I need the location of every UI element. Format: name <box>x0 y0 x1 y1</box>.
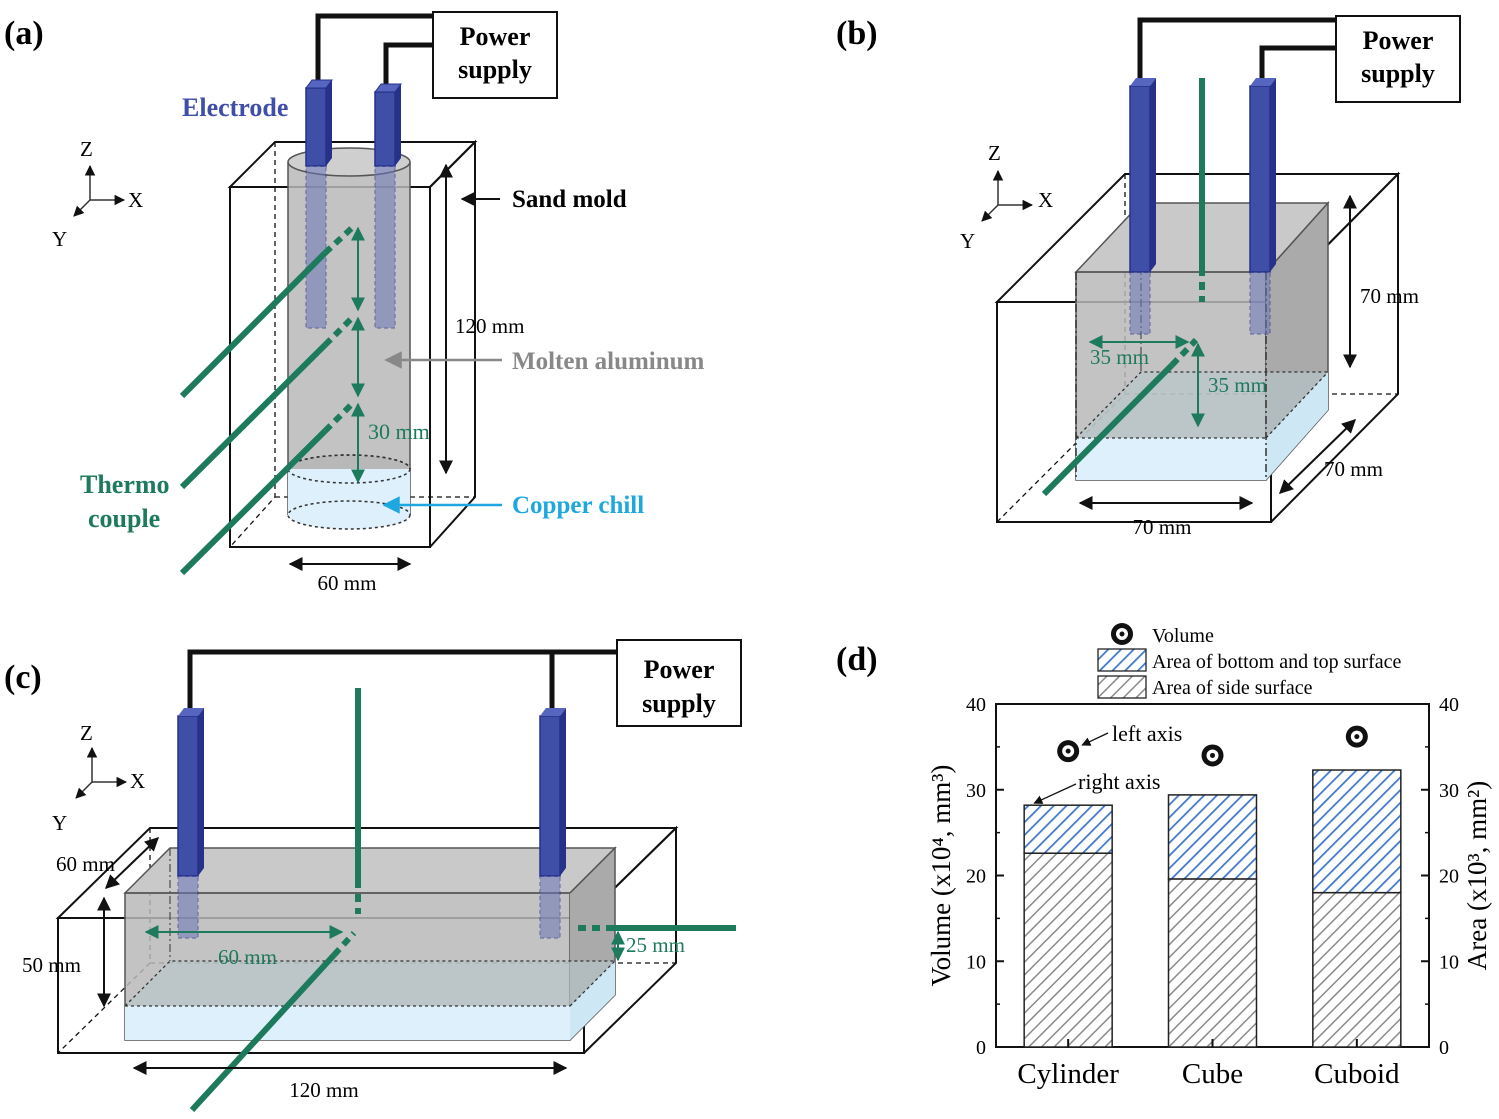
volume-marker-dot <box>1354 734 1360 740</box>
tc-x-label-c: 60 mm <box>218 945 277 969</box>
power-wire-c <box>187 649 617 718</box>
annotation-arrow-left-axis <box>1081 732 1109 746</box>
annotation-right-axis: right axis <box>1078 769 1161 794</box>
bar-side-surface <box>1312 891 1402 1048</box>
panel-a-label: (a) <box>4 15 44 52</box>
power-supply-box <box>432 11 558 99</box>
power-supply-label-b: Power <box>1363 26 1434 55</box>
power-supply-box-b <box>1335 15 1461 103</box>
x-tick-label: Cuboid <box>1314 1058 1400 1090</box>
y-left-axis-label: Volume (x10⁴, mm³) <box>926 765 956 987</box>
y-right-tick-label: 30 <box>1439 780 1459 802</box>
power-supply-box-c <box>616 639 742 727</box>
copper-chill-label: Copper chill <box>512 492 644 519</box>
diameter-label: 60 mm <box>318 571 377 595</box>
y-right-axis-label: Area (x10³, mm²) <box>1462 781 1492 970</box>
y-right-tick-label: 0 <box>1439 1037 1449 1059</box>
thermocouple-group <box>179 223 357 576</box>
electrode-left-c <box>177 708 204 939</box>
panel-a: (a) Power supply <box>4 11 705 595</box>
volume-marker-dot <box>1065 748 1071 754</box>
electrode-right-c <box>539 708 566 939</box>
sand-mold-label: Sand mold <box>512 186 627 213</box>
annotation-arrow-right-axis <box>1033 783 1077 804</box>
thermocouple-label-2: couple <box>88 504 160 533</box>
electrode-label: Electrode <box>182 93 288 122</box>
power-supply-label-c-2: supply <box>642 689 716 718</box>
electrode-right-b <box>1249 78 1276 335</box>
x-tick-label: Cylinder <box>1017 1058 1119 1090</box>
copper-chill-c <box>125 1006 570 1040</box>
height-label-b: 70 mm <box>1360 284 1419 308</box>
y-left-tick-label: 40 <box>966 694 986 716</box>
axis-z-label: Z <box>80 137 93 161</box>
tc-x-label-b: 35 mm <box>1090 345 1149 369</box>
bar-side-surface <box>1023 852 1113 1048</box>
panel-b: (b) Power supply <box>836 15 1461 539</box>
bar-top-bottom-surface <box>1312 769 1402 894</box>
x-tick-label: Cube <box>1182 1058 1243 1090</box>
legend-volume-marker-dot <box>1119 631 1125 637</box>
length-label-c: 120 mm <box>289 1078 358 1102</box>
height-label-c: 50 mm <box>22 953 81 977</box>
power-wire-b <box>1137 17 1336 86</box>
bar-side-surface <box>1167 878 1258 1048</box>
y-left-tick-label: 20 <box>966 866 986 888</box>
y-left-tick-label: 10 <box>966 951 986 973</box>
legend-side-label: Area of side surface <box>1152 677 1313 699</box>
legend-volume-label: Volume <box>1152 625 1214 647</box>
width-label-b: 70 mm <box>1133 515 1192 539</box>
y-right-tick-label: 40 <box>1439 694 1459 716</box>
panel-d-label: (d) <box>836 641 878 678</box>
power-supply-label: Power <box>460 22 531 51</box>
power-supply-label-b-2: supply <box>1361 59 1435 88</box>
panel-b-label: (b) <box>836 15 878 52</box>
axis-z-label-c: Z <box>80 721 93 745</box>
spacing-label: 30 mm <box>368 419 430 444</box>
power-supply-label-c: Power <box>644 655 715 684</box>
axis-triad-b <box>981 169 1034 222</box>
panel-c: (c) Power supply <box>4 639 742 1113</box>
axis-triad-c <box>75 746 128 799</box>
axis-y-label: Y <box>52 227 67 251</box>
axis-y-label-b: Y <box>960 229 975 253</box>
y-right-tick-label: 10 <box>1439 951 1459 973</box>
tc-z-label-b: 35 mm <box>1208 373 1267 397</box>
depth-label-c: 60 mm <box>56 852 115 876</box>
tc-z-label-c: 25 mm <box>626 933 685 957</box>
legend-top-bottom-swatch <box>1097 648 1147 672</box>
bar-top-bottom-surface <box>1023 804 1113 854</box>
legend-side-swatch <box>1097 675 1147 699</box>
axis-x-label-c: X <box>130 769 145 793</box>
power-supply-label-2: supply <box>458 55 532 84</box>
bar-top-bottom-surface <box>1167 794 1258 880</box>
legend-top-bottom-label: Area of bottom and top surface <box>1152 651 1401 673</box>
thermocouple-group-c <box>189 688 736 1113</box>
y-left-tick-label: 0 <box>976 1037 986 1059</box>
axis-z-label-b: Z <box>988 141 1001 165</box>
axis-x-label-b: X <box>1038 188 1053 212</box>
y-left-tick-label: 30 <box>966 780 986 802</box>
electrode-left-b <box>1129 78 1156 335</box>
molten-aluminum-label: Molten aluminum <box>512 348 705 375</box>
annotation-left-axis: left axis <box>1112 721 1182 746</box>
depth-label-b: 70 mm <box>1324 457 1383 481</box>
volume-marker-dot <box>1210 752 1215 758</box>
electrode-left <box>305 79 333 329</box>
power-wire <box>315 13 433 90</box>
copper-chill-b <box>1076 438 1266 480</box>
axis-x-label: X <box>128 188 143 212</box>
panel-c-label: (c) <box>4 659 42 696</box>
thermocouple-group-b <box>1041 78 1205 497</box>
axis-y-label-c: Y <box>52 811 67 835</box>
thermocouple-label: Thermo <box>80 470 170 499</box>
y-right-tick-label: 20 <box>1439 866 1459 888</box>
height-label: 120 mm <box>455 314 524 338</box>
axis-triad-a <box>73 164 126 217</box>
electrode-right <box>374 83 402 329</box>
